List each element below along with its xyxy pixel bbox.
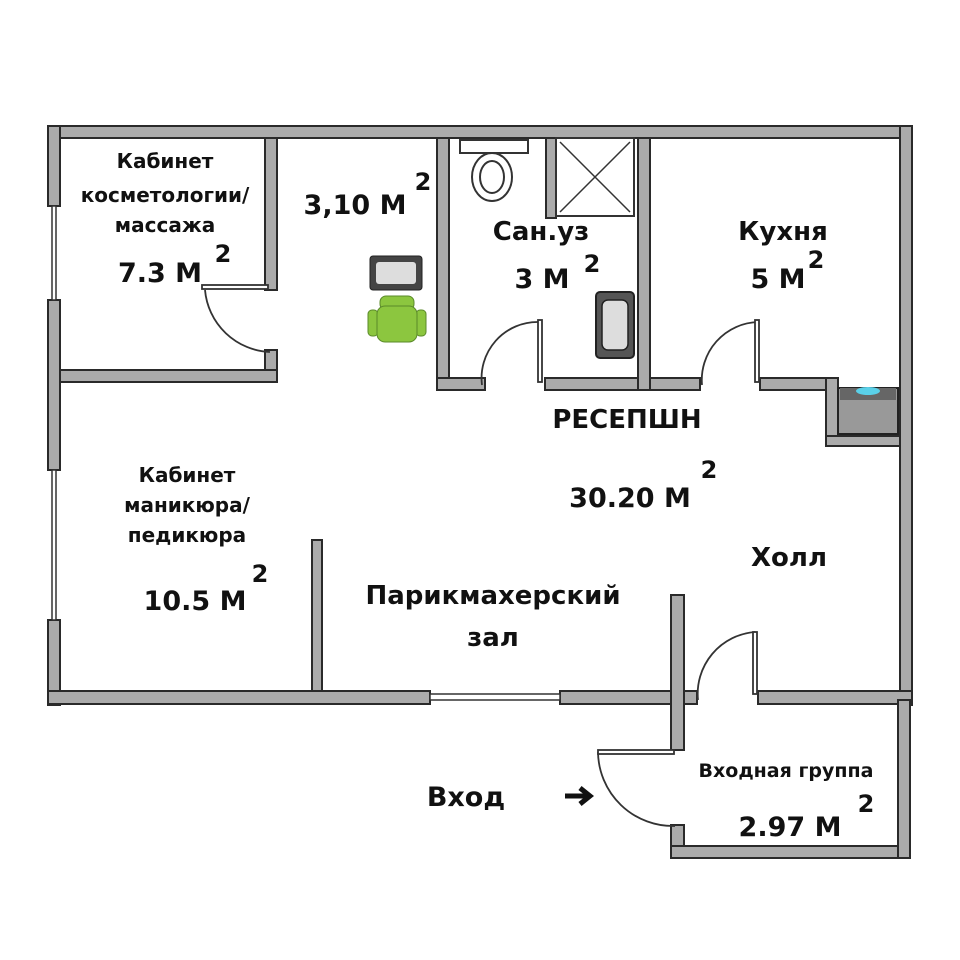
- room-name: зал: [467, 623, 519, 653]
- area-superscript: 2: [415, 168, 432, 196]
- room-name: РЕСЕПШН: [552, 405, 701, 435]
- vestibule-wall: [897, 699, 911, 859]
- area-superscript: 2: [701, 456, 718, 484]
- entrance-label: Вход: [427, 782, 505, 813]
- room-name: косметологии/: [81, 183, 250, 207]
- interior-wall: [59, 369, 278, 383]
- room-name: Холл: [751, 543, 827, 573]
- outer-wall-left: [47, 299, 61, 471]
- room-name: Кухня: [738, 217, 828, 247]
- sink-basin-icon: [601, 299, 629, 351]
- door-leaf: [201, 284, 269, 290]
- entrance-door-leaf: [597, 749, 675, 755]
- shower-wall: [545, 137, 557, 219]
- area-superscript: 2: [808, 246, 825, 274]
- room-name: Сан.уз: [493, 217, 590, 247]
- room-area: 7.3 М: [118, 258, 202, 289]
- area-superscript: 2: [858, 790, 875, 818]
- shower-cross-icon: [559, 141, 631, 213]
- fixtures: [367, 137, 899, 806]
- room-area: 3 М: [514, 264, 569, 295]
- room-area: 5 М: [750, 264, 805, 295]
- door-swing: [204, 289, 271, 353]
- room-area: 10.5 М: [144, 586, 247, 617]
- window: [429, 693, 561, 701]
- doors: [201, 284, 760, 827]
- labels: Кабинет косметологии/ массажа 7.3 М 2 3,…: [81, 149, 875, 843]
- room-name: Входная группа: [699, 760, 874, 782]
- interior-wall: [264, 137, 278, 291]
- room-name: массажа: [115, 213, 215, 237]
- outer-wall-left: [47, 125, 61, 207]
- room-name: педикюра: [128, 523, 246, 547]
- interior-wall: [825, 435, 901, 447]
- door-leaf: [537, 319, 543, 383]
- interior-wall: [544, 377, 701, 391]
- door-leaf: [752, 631, 758, 695]
- vestibule-wall: [670, 845, 911, 859]
- room-area: 3,10 М: [304, 190, 407, 221]
- walls: [47, 125, 913, 859]
- window: [51, 205, 57, 301]
- burner-icon: [856, 387, 880, 395]
- interior-wall: [670, 594, 685, 751]
- interior-wall: [637, 137, 651, 391]
- room-name: Кабинет: [139, 463, 236, 487]
- room-name: Парикмахерский: [365, 581, 620, 611]
- outer-wall-top: [47, 125, 913, 139]
- outer-wall-bottom: [757, 690, 913, 705]
- area-superscript: 2: [252, 560, 269, 588]
- door-swing: [700, 321, 759, 386]
- entrance-arrow-icon: [565, 786, 595, 806]
- interior-wall: [436, 137, 450, 391]
- room-name: Кабинет: [117, 149, 214, 173]
- window: [51, 469, 57, 621]
- room-area: 30.20 М: [569, 483, 691, 514]
- door-swing: [480, 321, 539, 386]
- room-name: маникюра/: [124, 493, 251, 517]
- chair-icon: [367, 295, 427, 343]
- room-area: 2.97 М: [739, 812, 842, 843]
- entrance-door-swing: [597, 751, 676, 827]
- outer-wall-right: [899, 125, 913, 706]
- interior-wall: [436, 377, 486, 391]
- door-swing: [696, 631, 756, 701]
- interior-wall: [311, 539, 323, 692]
- door-leaf: [754, 319, 760, 383]
- area-superscript: 2: [584, 250, 601, 278]
- washbasin-bowl-icon: [376, 262, 416, 284]
- toilet-seat-icon: [479, 160, 505, 194]
- area-superscript: 2: [215, 240, 232, 268]
- toilet-tank-icon: [459, 139, 529, 154]
- outer-wall-bottom: [47, 690, 431, 705]
